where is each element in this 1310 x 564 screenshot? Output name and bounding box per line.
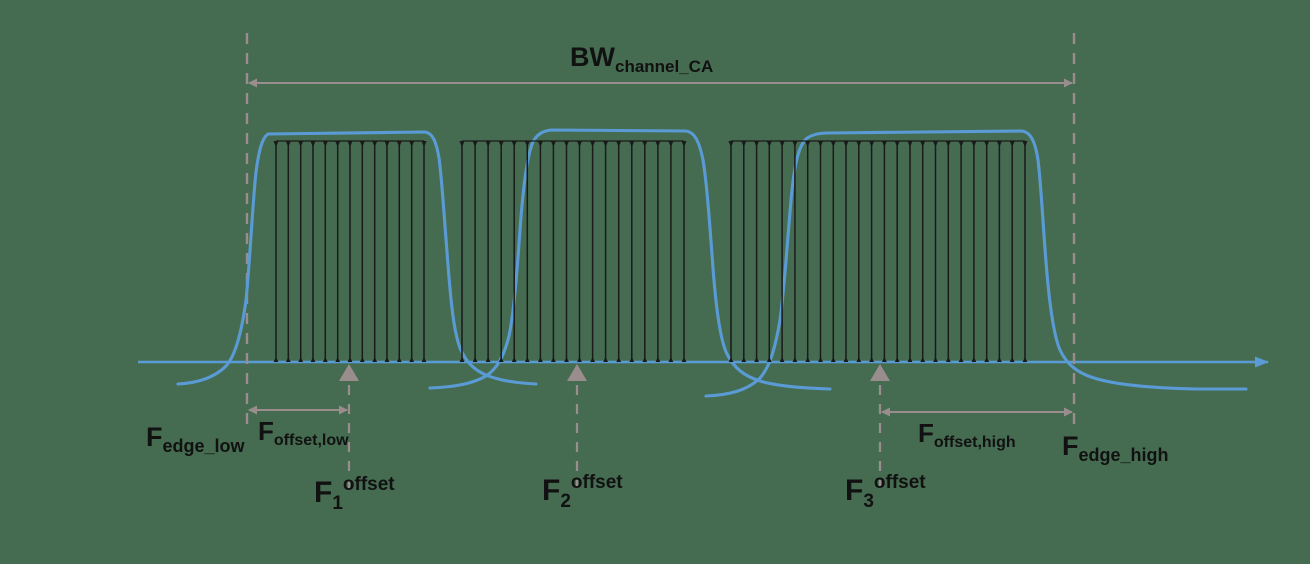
f-offset-low-sub: offset,low bbox=[273, 432, 349, 449]
f-offset-high-base: F bbox=[918, 418, 934, 448]
f1-sup: offset bbox=[342, 474, 395, 495]
f-edge-high-sub: edge_high bbox=[1078, 445, 1169, 465]
subcarrier-lines bbox=[273, 140, 1028, 362]
f2-sup: offset bbox=[570, 472, 623, 493]
f-edge-high-label: Fedge_high bbox=[1062, 431, 1169, 465]
f-offset-low-base: F bbox=[258, 416, 274, 446]
f-edge-low-base: F bbox=[146, 422, 163, 452]
carrier-marker-1 bbox=[339, 364, 359, 490]
f2-offset-label: F2offset bbox=[542, 473, 623, 511]
bw-channel-ca-label: BWchannel_CA bbox=[570, 42, 713, 76]
f1-base: F bbox=[314, 476, 333, 509]
f1-sub: 1 bbox=[332, 493, 343, 514]
f-edge-low-sub: edge_low bbox=[162, 436, 245, 456]
subcarrier-group-3 bbox=[728, 140, 1028, 362]
subcarrier-group-1 bbox=[273, 140, 427, 362]
f-offset-high-sub: offset,high bbox=[933, 434, 1016, 451]
bw-label-sub: channel_CA bbox=[614, 57, 714, 76]
f3-sup: offset bbox=[873, 472, 926, 493]
f3-offset-label: F3offset bbox=[845, 473, 926, 511]
carrier-marker-3 bbox=[870, 364, 890, 488]
f-edge-low-label: Fedge_low bbox=[146, 422, 245, 456]
bw-label-base: BW bbox=[570, 42, 615, 72]
f2-base: F bbox=[542, 474, 561, 507]
carrier-marker-2 bbox=[567, 364, 587, 488]
f-offset-low-label: Foffset,low bbox=[258, 416, 349, 449]
subcarrier-group-2 bbox=[459, 140, 687, 362]
f-offset-high-label: Foffset,high bbox=[918, 418, 1016, 451]
f-edge-high-base: F bbox=[1062, 431, 1079, 461]
carrier-envelope-3 bbox=[704, 129, 1248, 398]
carrier-envelope-1 bbox=[176, 130, 538, 386]
f3-sub: 3 bbox=[863, 491, 874, 512]
f3-base: F bbox=[845, 474, 864, 507]
carrier-offset-markers bbox=[339, 364, 890, 490]
f1-offset-label: F1offset bbox=[314, 475, 395, 513]
f2-sub: 2 bbox=[560, 491, 571, 512]
